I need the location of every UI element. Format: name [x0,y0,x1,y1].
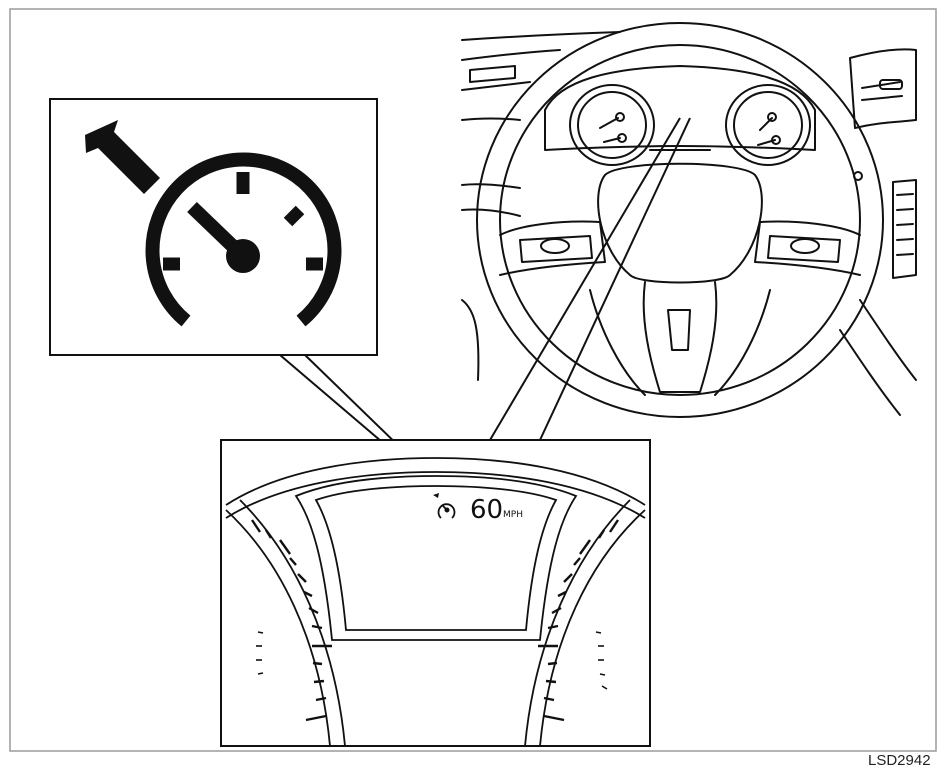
steering-wheel-illustration [461,22,917,418]
figure-frame [9,8,937,752]
arrow-pointer-icon [85,120,160,194]
speed-readout: 60 [470,495,503,525]
icon-callout-box [49,98,378,356]
speed-unit-label: MPH [503,510,523,520]
figure-code: LSD2942 [868,752,931,769]
instrument-cluster-detail: 60 MPH [220,439,651,747]
cruise-control-indicator-icon [145,152,342,327]
cruise-control-indicator-icon [433,493,456,519]
